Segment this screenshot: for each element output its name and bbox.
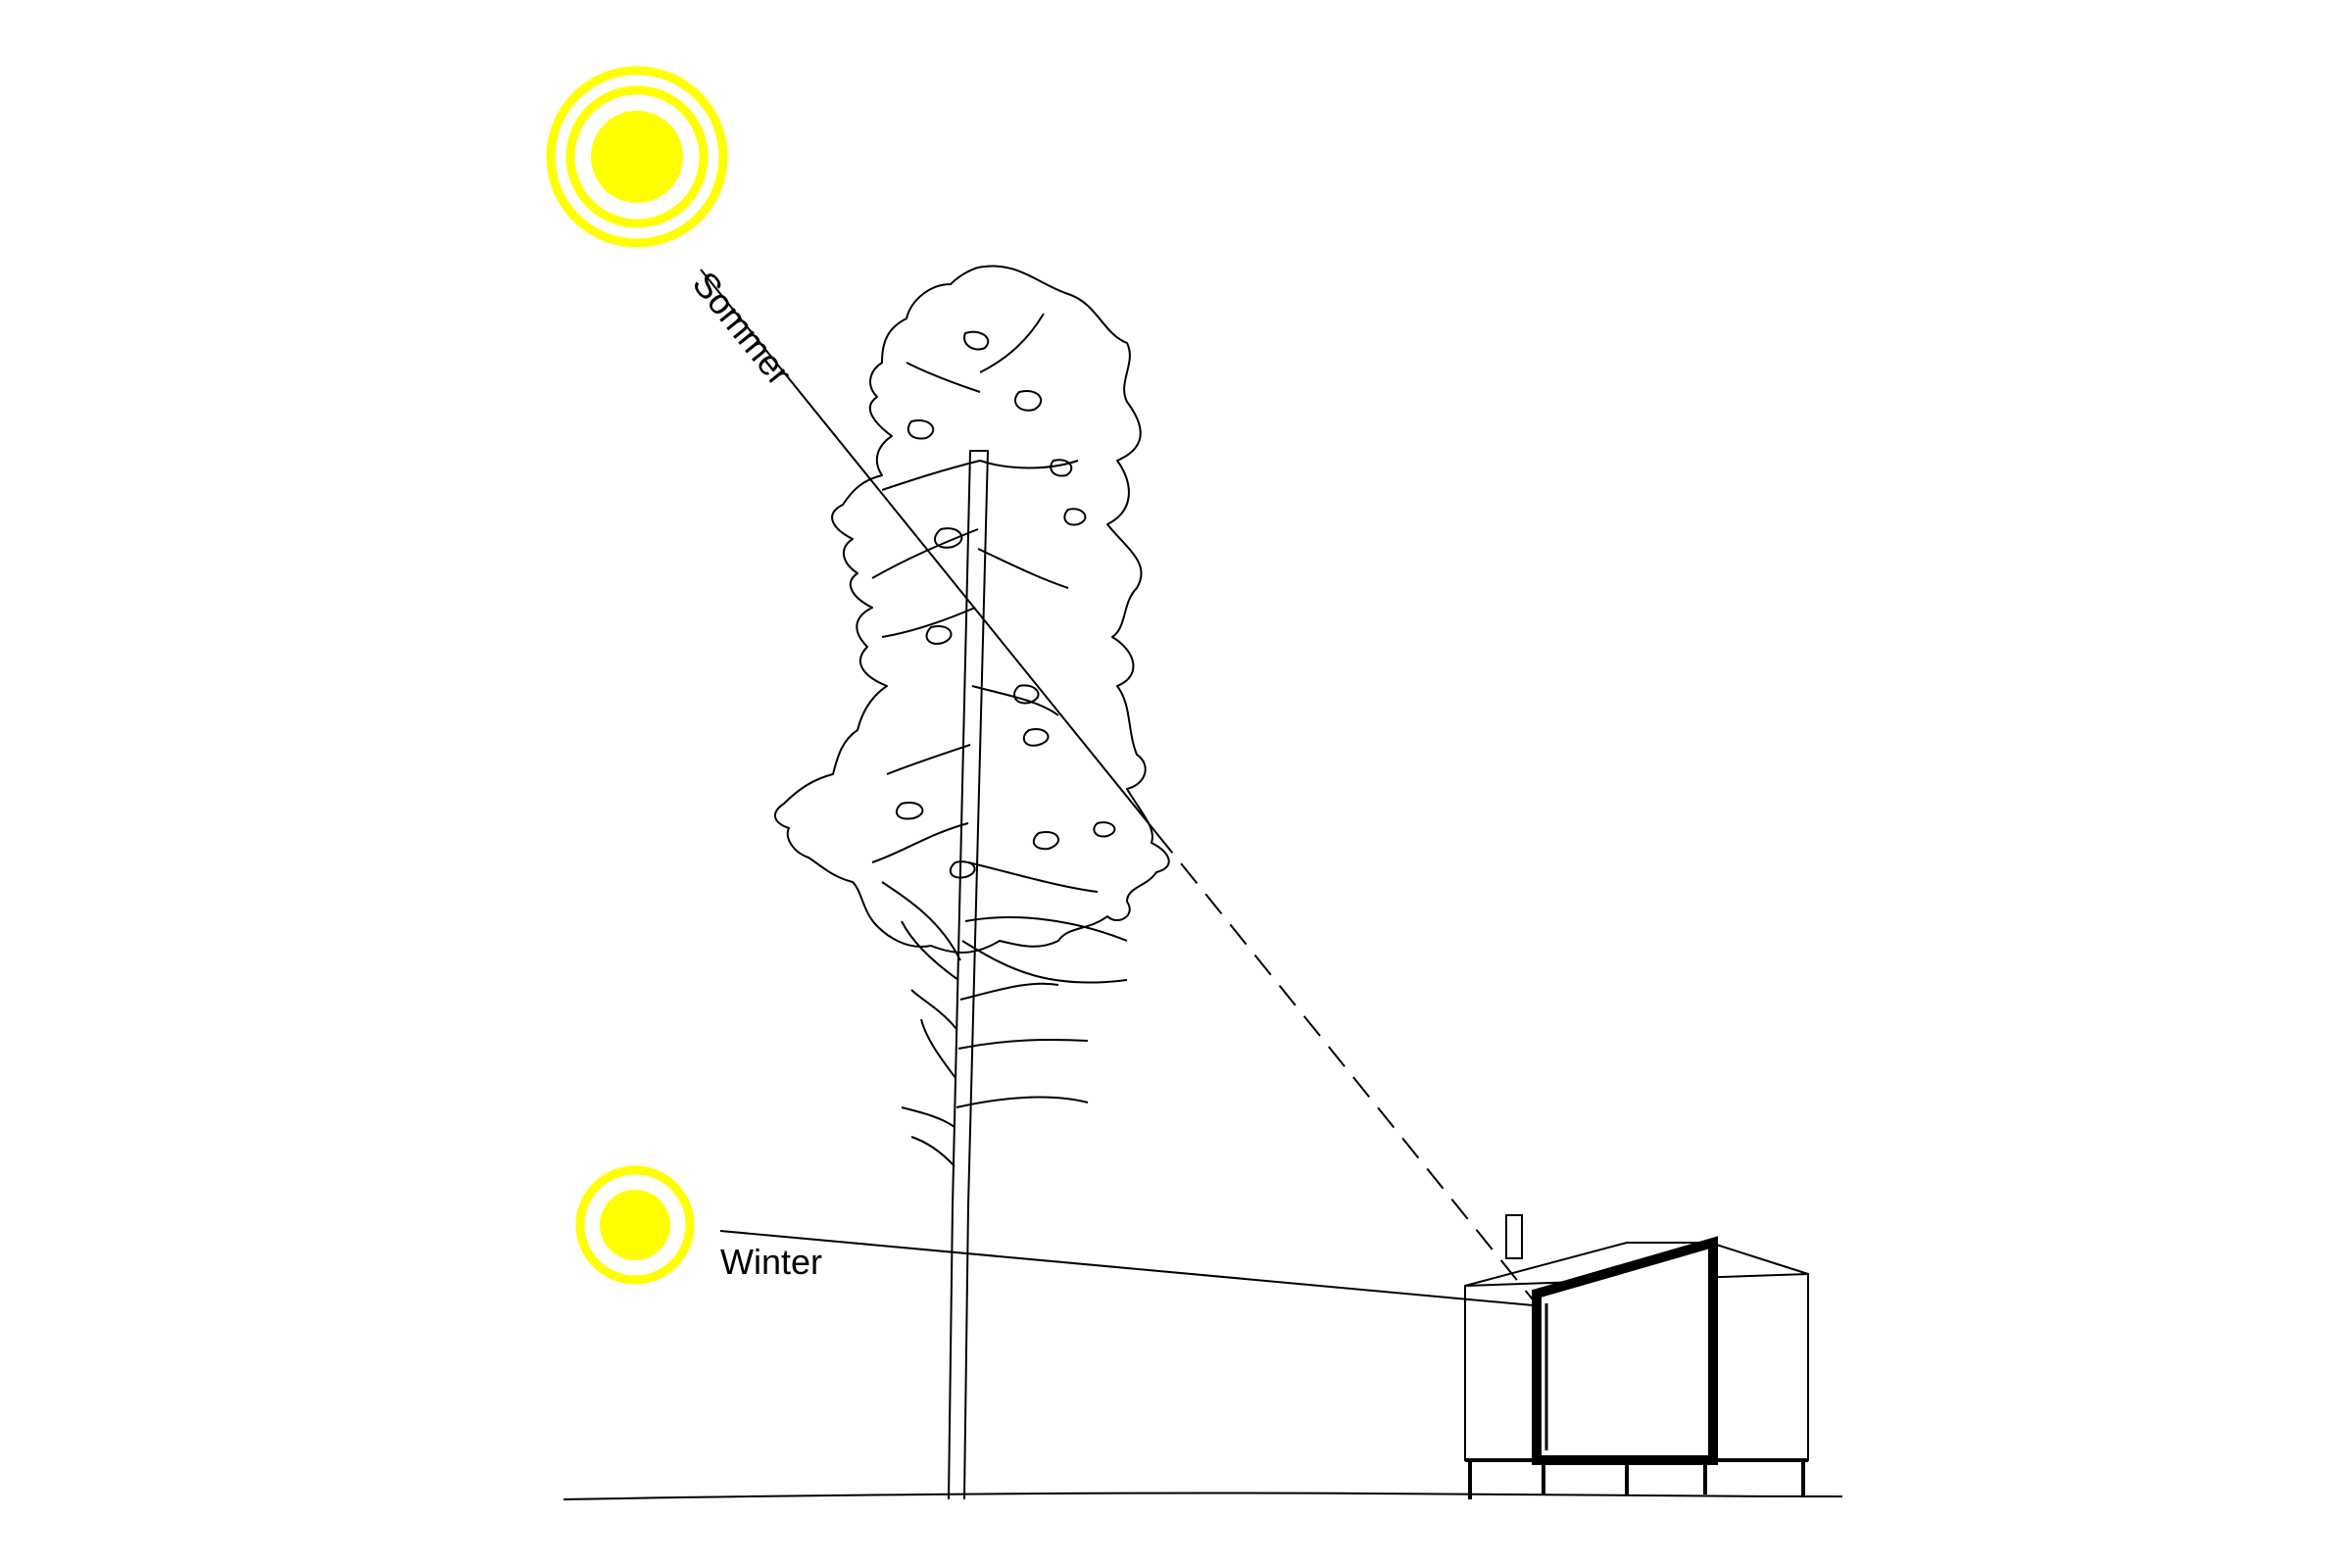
summer-label: Sommer — [685, 264, 800, 393]
tree-trunk — [948, 450, 989, 1500]
cabin — [1464, 1214, 1809, 1499]
winter-sun-icon — [575, 1165, 695, 1285]
winter-label: Winter — [720, 1242, 822, 1282]
summer-sun-ray — [700, 269, 1647, 1442]
cabin-section — [1536, 1241, 1714, 1461]
cabin-chimney — [1505, 1214, 1523, 1259]
summer-sun-icon — [546, 66, 728, 248]
cabin-roof — [1464, 1242, 1809, 1287]
pine-tree — [774, 265, 1170, 1500]
tree-crown — [774, 265, 1170, 954]
ground-line — [563, 1492, 1843, 1500]
